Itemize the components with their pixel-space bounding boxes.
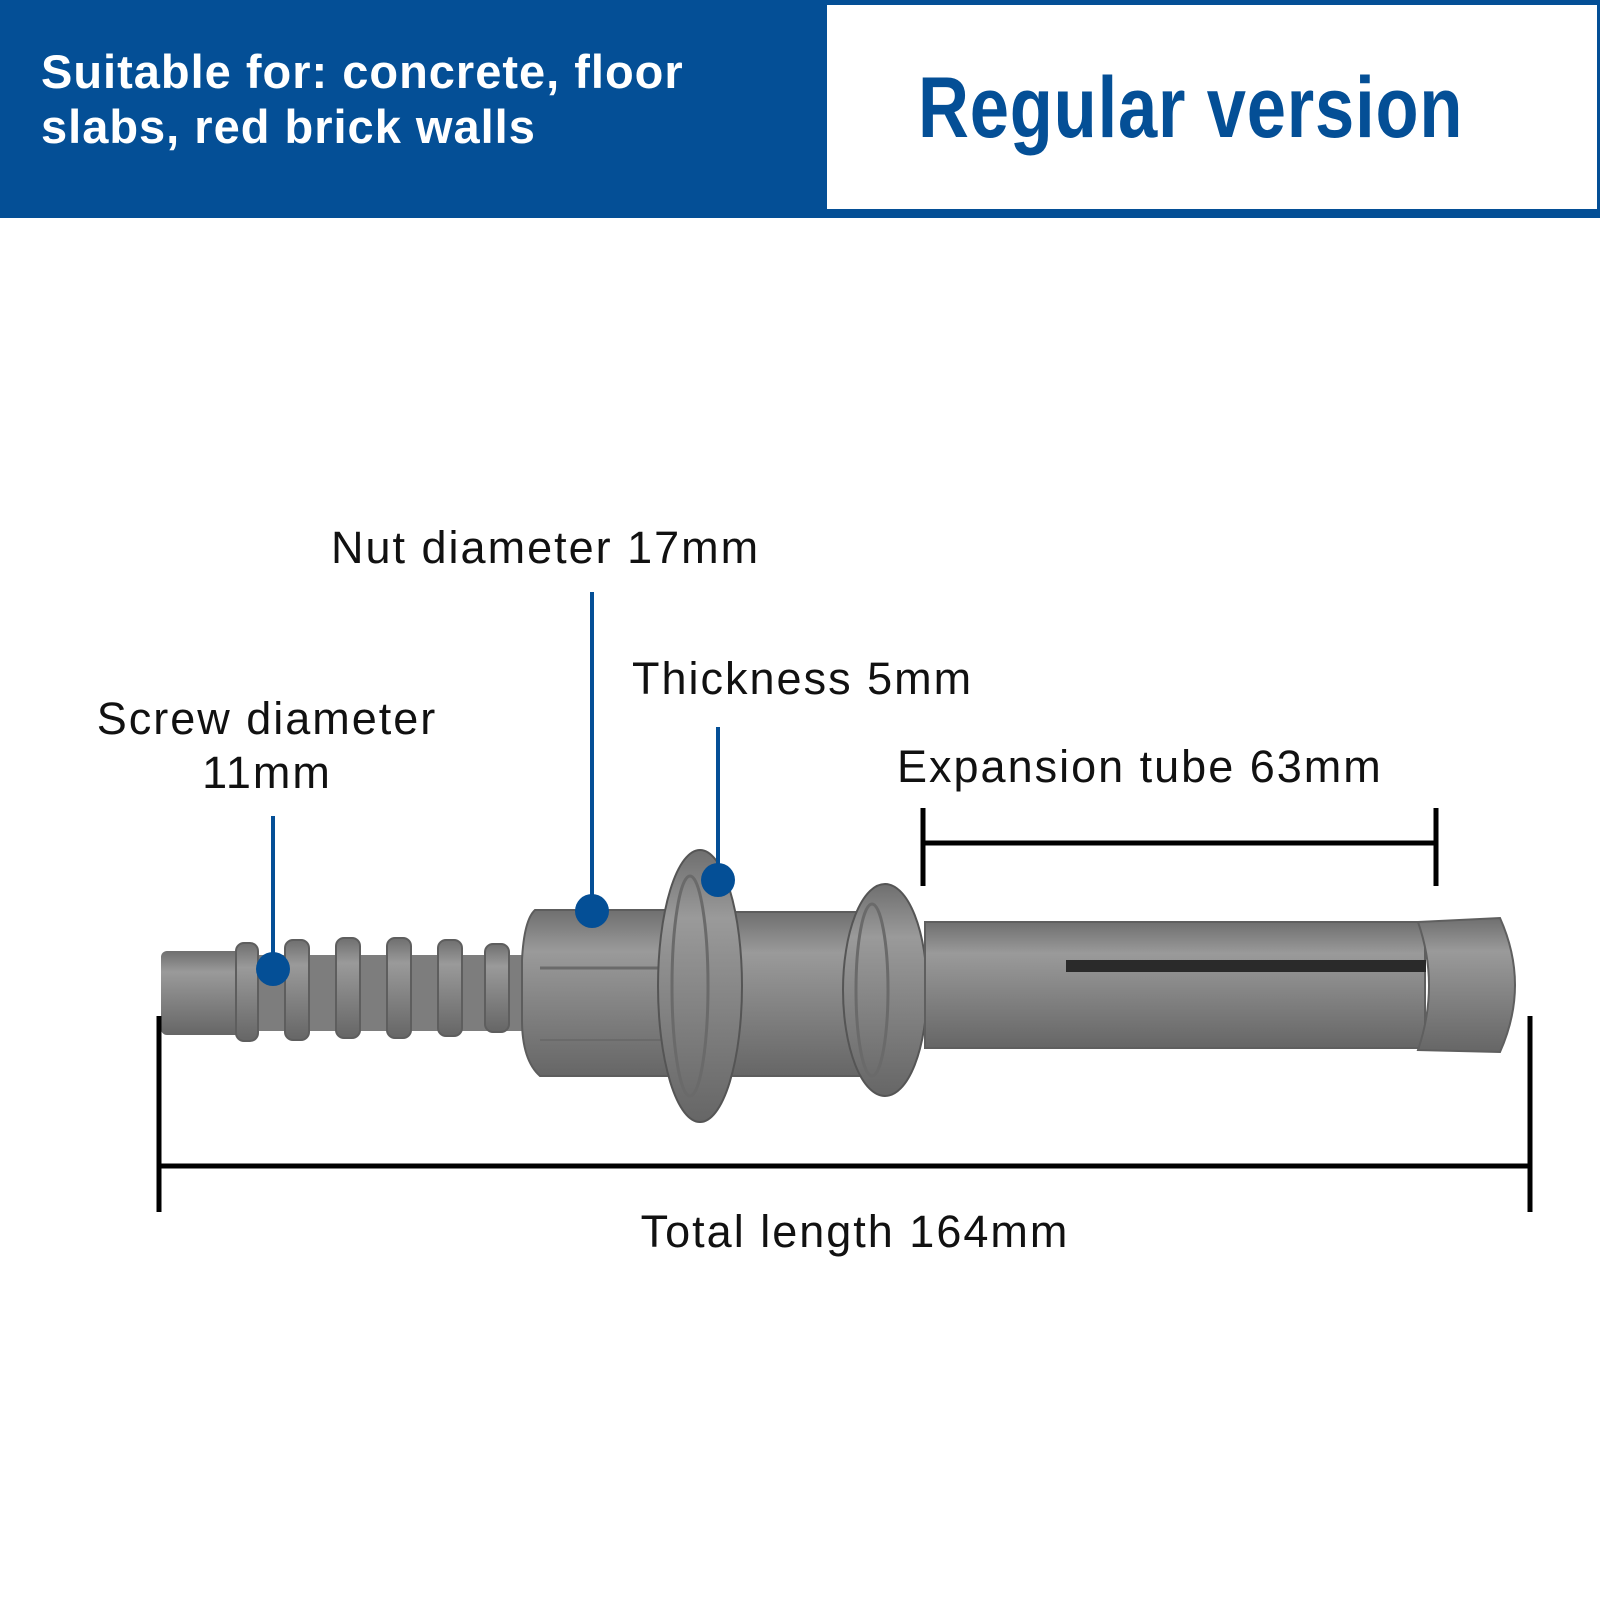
version-title: Regular version bbox=[918, 60, 1464, 156]
screw-diameter-pointer bbox=[256, 816, 290, 986]
suitable-for-text: Suitable for: concrete, floor slabs, red… bbox=[41, 45, 684, 153]
header-banner: Suitable for: concrete, floor slabs, red… bbox=[0, 0, 1600, 218]
screw-diameter-line1: Screw diameter bbox=[96, 693, 438, 744]
thickness-pointer bbox=[701, 727, 735, 897]
screw-diameter-label: Screw diameter 11mm bbox=[67, 692, 467, 800]
screw-diameter-line2: 11mm bbox=[202, 747, 332, 798]
total-length-bracket bbox=[156, 1016, 1533, 1212]
nut-diameter-pointer bbox=[575, 592, 609, 928]
expansion-tube-bracket bbox=[920, 808, 1439, 886]
version-box bbox=[827, 5, 1597, 209]
expansion-tube-label: Expansion tube 63mm bbox=[897, 741, 1383, 792]
thickness-label: Thickness 5mm bbox=[632, 653, 974, 704]
nut-diameter-label: Nut diameter 17mm bbox=[331, 522, 761, 573]
total-length-label: Total length 164mm bbox=[640, 1206, 1070, 1257]
expansion-bolt-image bbox=[161, 849, 1516, 1123]
